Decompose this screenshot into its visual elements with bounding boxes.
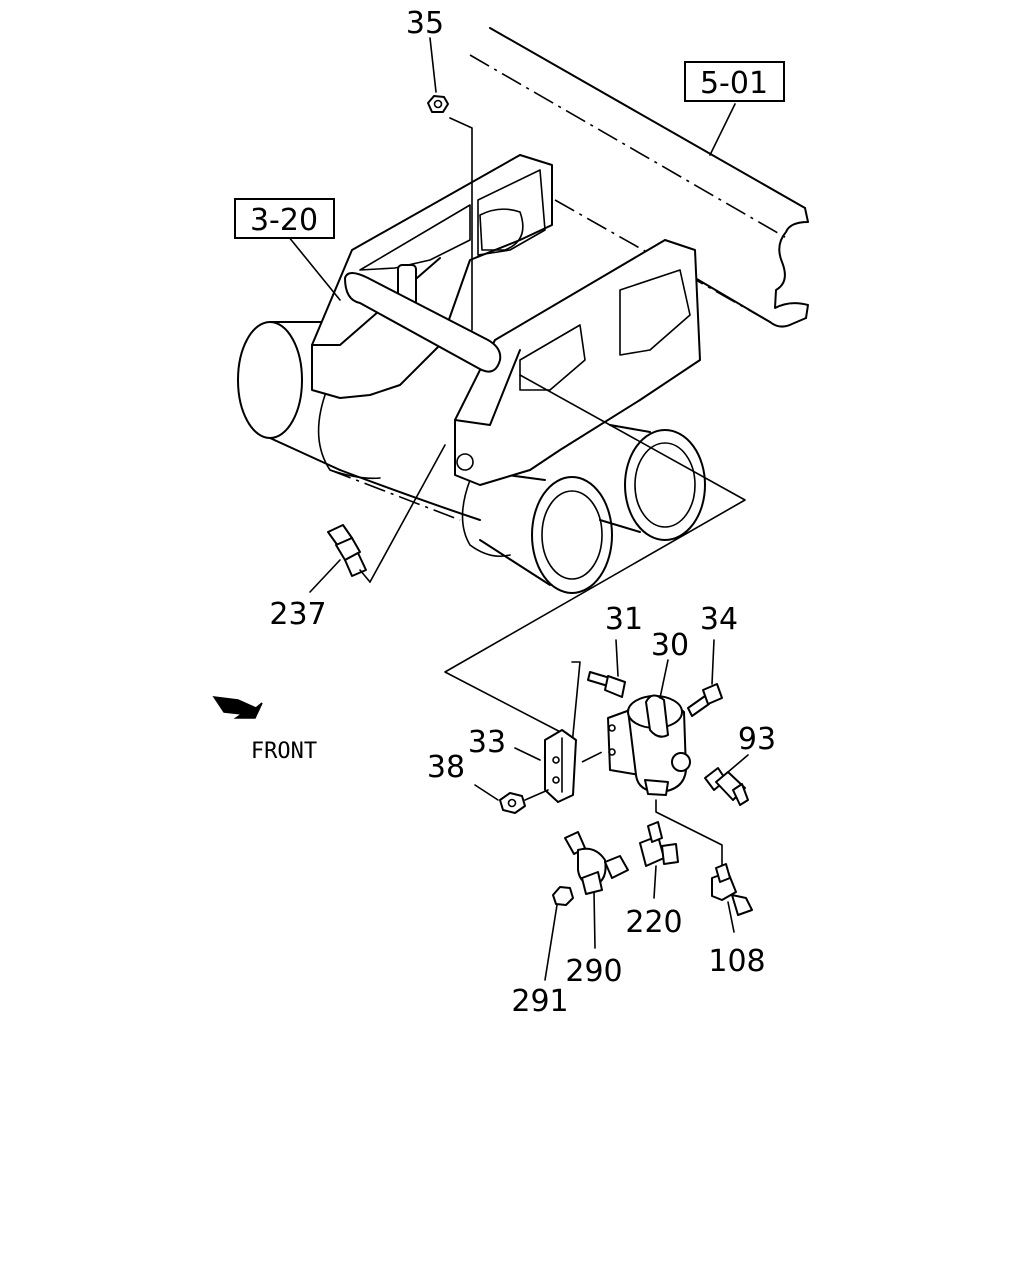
callout-38: 38: [427, 750, 465, 785]
ref-box-5-01: 5-01: [684, 61, 785, 102]
callout-93: 93: [738, 722, 776, 757]
fitting-93: [704, 754, 749, 806]
ref-label-5-01: 5-01: [700, 66, 768, 101]
front-arrow-icon: [212, 696, 263, 719]
bolt-34: [687, 639, 723, 717]
callout-31: 31: [605, 602, 643, 637]
frame-rail: [469, 27, 809, 328]
ref-box-3-20: 3-20: [234, 198, 335, 239]
mounting-brackets: [311, 154, 701, 486]
callout-291: 291: [511, 984, 568, 1019]
connector-237: [309, 444, 446, 593]
drain-cock-290: [564, 831, 629, 949]
leader-3-20: [287, 235, 341, 301]
callout-34: 34: [700, 602, 738, 637]
elbow-108: [711, 863, 753, 933]
union-220: [639, 821, 679, 899]
callout-237: 237: [269, 597, 326, 632]
air-tanks: [237, 321, 706, 594]
callout-108: 108: [708, 944, 765, 979]
bracket-leader: [571, 661, 581, 746]
nut-38: [474, 784, 549, 814]
leader-to-108: [655, 799, 723, 866]
nut-291: [544, 886, 574, 981]
ref-label-3-20: 3-20: [250, 203, 318, 238]
valve-30: [581, 659, 691, 796]
assembly-plane-outline: [444, 374, 746, 739]
callout-35: 35: [406, 6, 444, 41]
callout-33: 33: [468, 725, 506, 760]
cross-bar: [344, 272, 502, 373]
tank-end-front-right: [624, 429, 706, 541]
front-label: FRONT: [251, 739, 317, 764]
tank-end-left: [237, 321, 303, 439]
bolt-31: [587, 639, 626, 698]
callout-30: 30: [651, 628, 689, 663]
leader-5-01: [709, 103, 736, 156]
tank-end-front-left: [531, 476, 613, 594]
callout-290: 290: [565, 954, 622, 989]
bracket-33: [514, 729, 577, 803]
callout-220: 220: [625, 905, 682, 940]
nut-35: [427, 37, 473, 331]
